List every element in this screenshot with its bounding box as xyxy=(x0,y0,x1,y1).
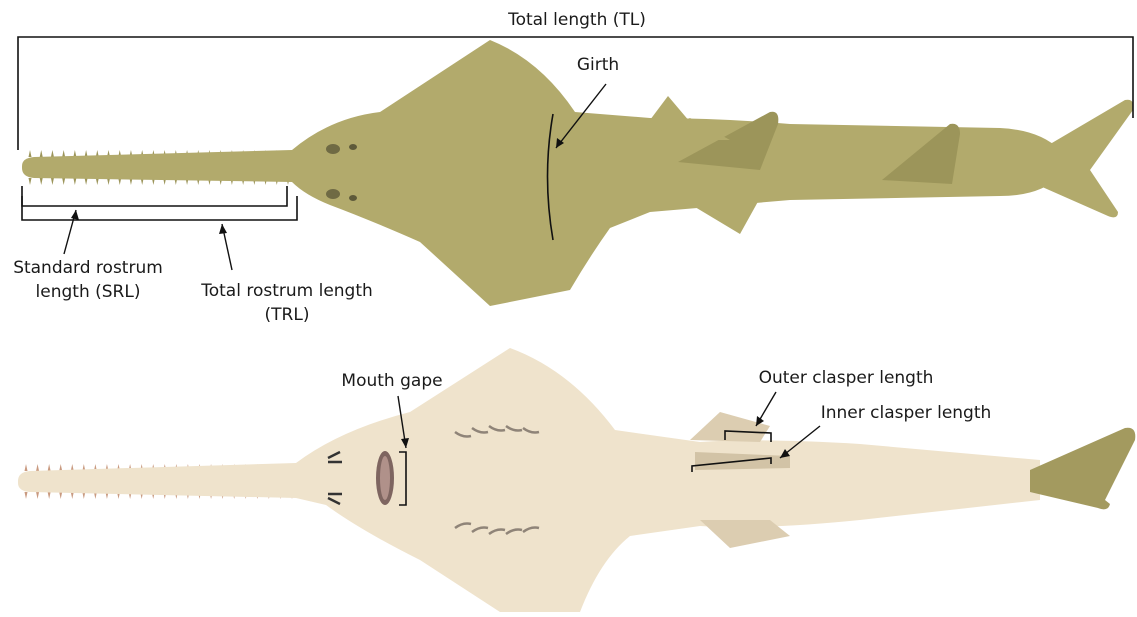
rostral-tooth xyxy=(73,178,76,185)
rostral-tooth xyxy=(48,492,51,499)
rostral-tooth xyxy=(59,464,62,471)
mouth-gape-label: Mouth gape xyxy=(341,371,442,391)
sawfish-dorsal-illustration xyxy=(22,40,1133,306)
sawfish-ventral-illustration xyxy=(18,348,1135,612)
spiracle-left xyxy=(349,144,357,150)
mouth-inner xyxy=(380,456,390,500)
rostral-tooth xyxy=(71,492,74,499)
rostral-tooth xyxy=(51,150,54,157)
trl-label-line2: (TRL) xyxy=(265,305,310,325)
rostrum-ventral xyxy=(18,463,326,498)
tail-ridge-upper xyxy=(650,96,690,122)
inner-clasper-label: Inner clasper length xyxy=(821,403,992,423)
trl-label-line1: Total rostrum length xyxy=(200,281,373,301)
rostral-tooth xyxy=(29,150,32,157)
total-length-label: Total length (TL) xyxy=(507,10,646,30)
eye-right xyxy=(326,189,340,199)
rostral-tooth xyxy=(40,150,43,157)
rostral-tooth xyxy=(62,178,65,185)
rostral-tooth xyxy=(85,178,88,185)
eye-left xyxy=(326,144,340,154)
rostral-tooth xyxy=(36,492,39,499)
rostral-tooth xyxy=(96,178,99,185)
spiracle-right xyxy=(349,195,357,201)
rostral-tooth xyxy=(29,178,32,185)
srl-bracket xyxy=(22,186,287,206)
pelvic-fin-ventral-upper xyxy=(690,412,770,442)
rostral-tooth xyxy=(25,464,28,471)
srl-label-line1: Standard rostrum xyxy=(13,258,163,278)
pelvic-fin-lower xyxy=(680,198,760,234)
srl-label-line2: length (SRL) xyxy=(36,282,141,302)
rostral-tooth xyxy=(51,178,54,185)
caudal-fin-dorsal xyxy=(1040,100,1133,218)
rostral-tooth xyxy=(40,178,43,185)
girth-label: Girth xyxy=(577,55,619,75)
rostral-tooth xyxy=(48,464,51,471)
rostral-tooth xyxy=(25,492,28,499)
rostral-tooth xyxy=(59,492,62,499)
outer-clasper-label: Outer clasper length xyxy=(759,368,934,388)
rostral-tooth xyxy=(62,150,65,157)
rostrum-dorsal xyxy=(22,150,322,182)
trl-bracket xyxy=(22,196,297,220)
caudal-fin-ventral xyxy=(1030,428,1135,510)
rostral-tooth xyxy=(36,464,39,471)
